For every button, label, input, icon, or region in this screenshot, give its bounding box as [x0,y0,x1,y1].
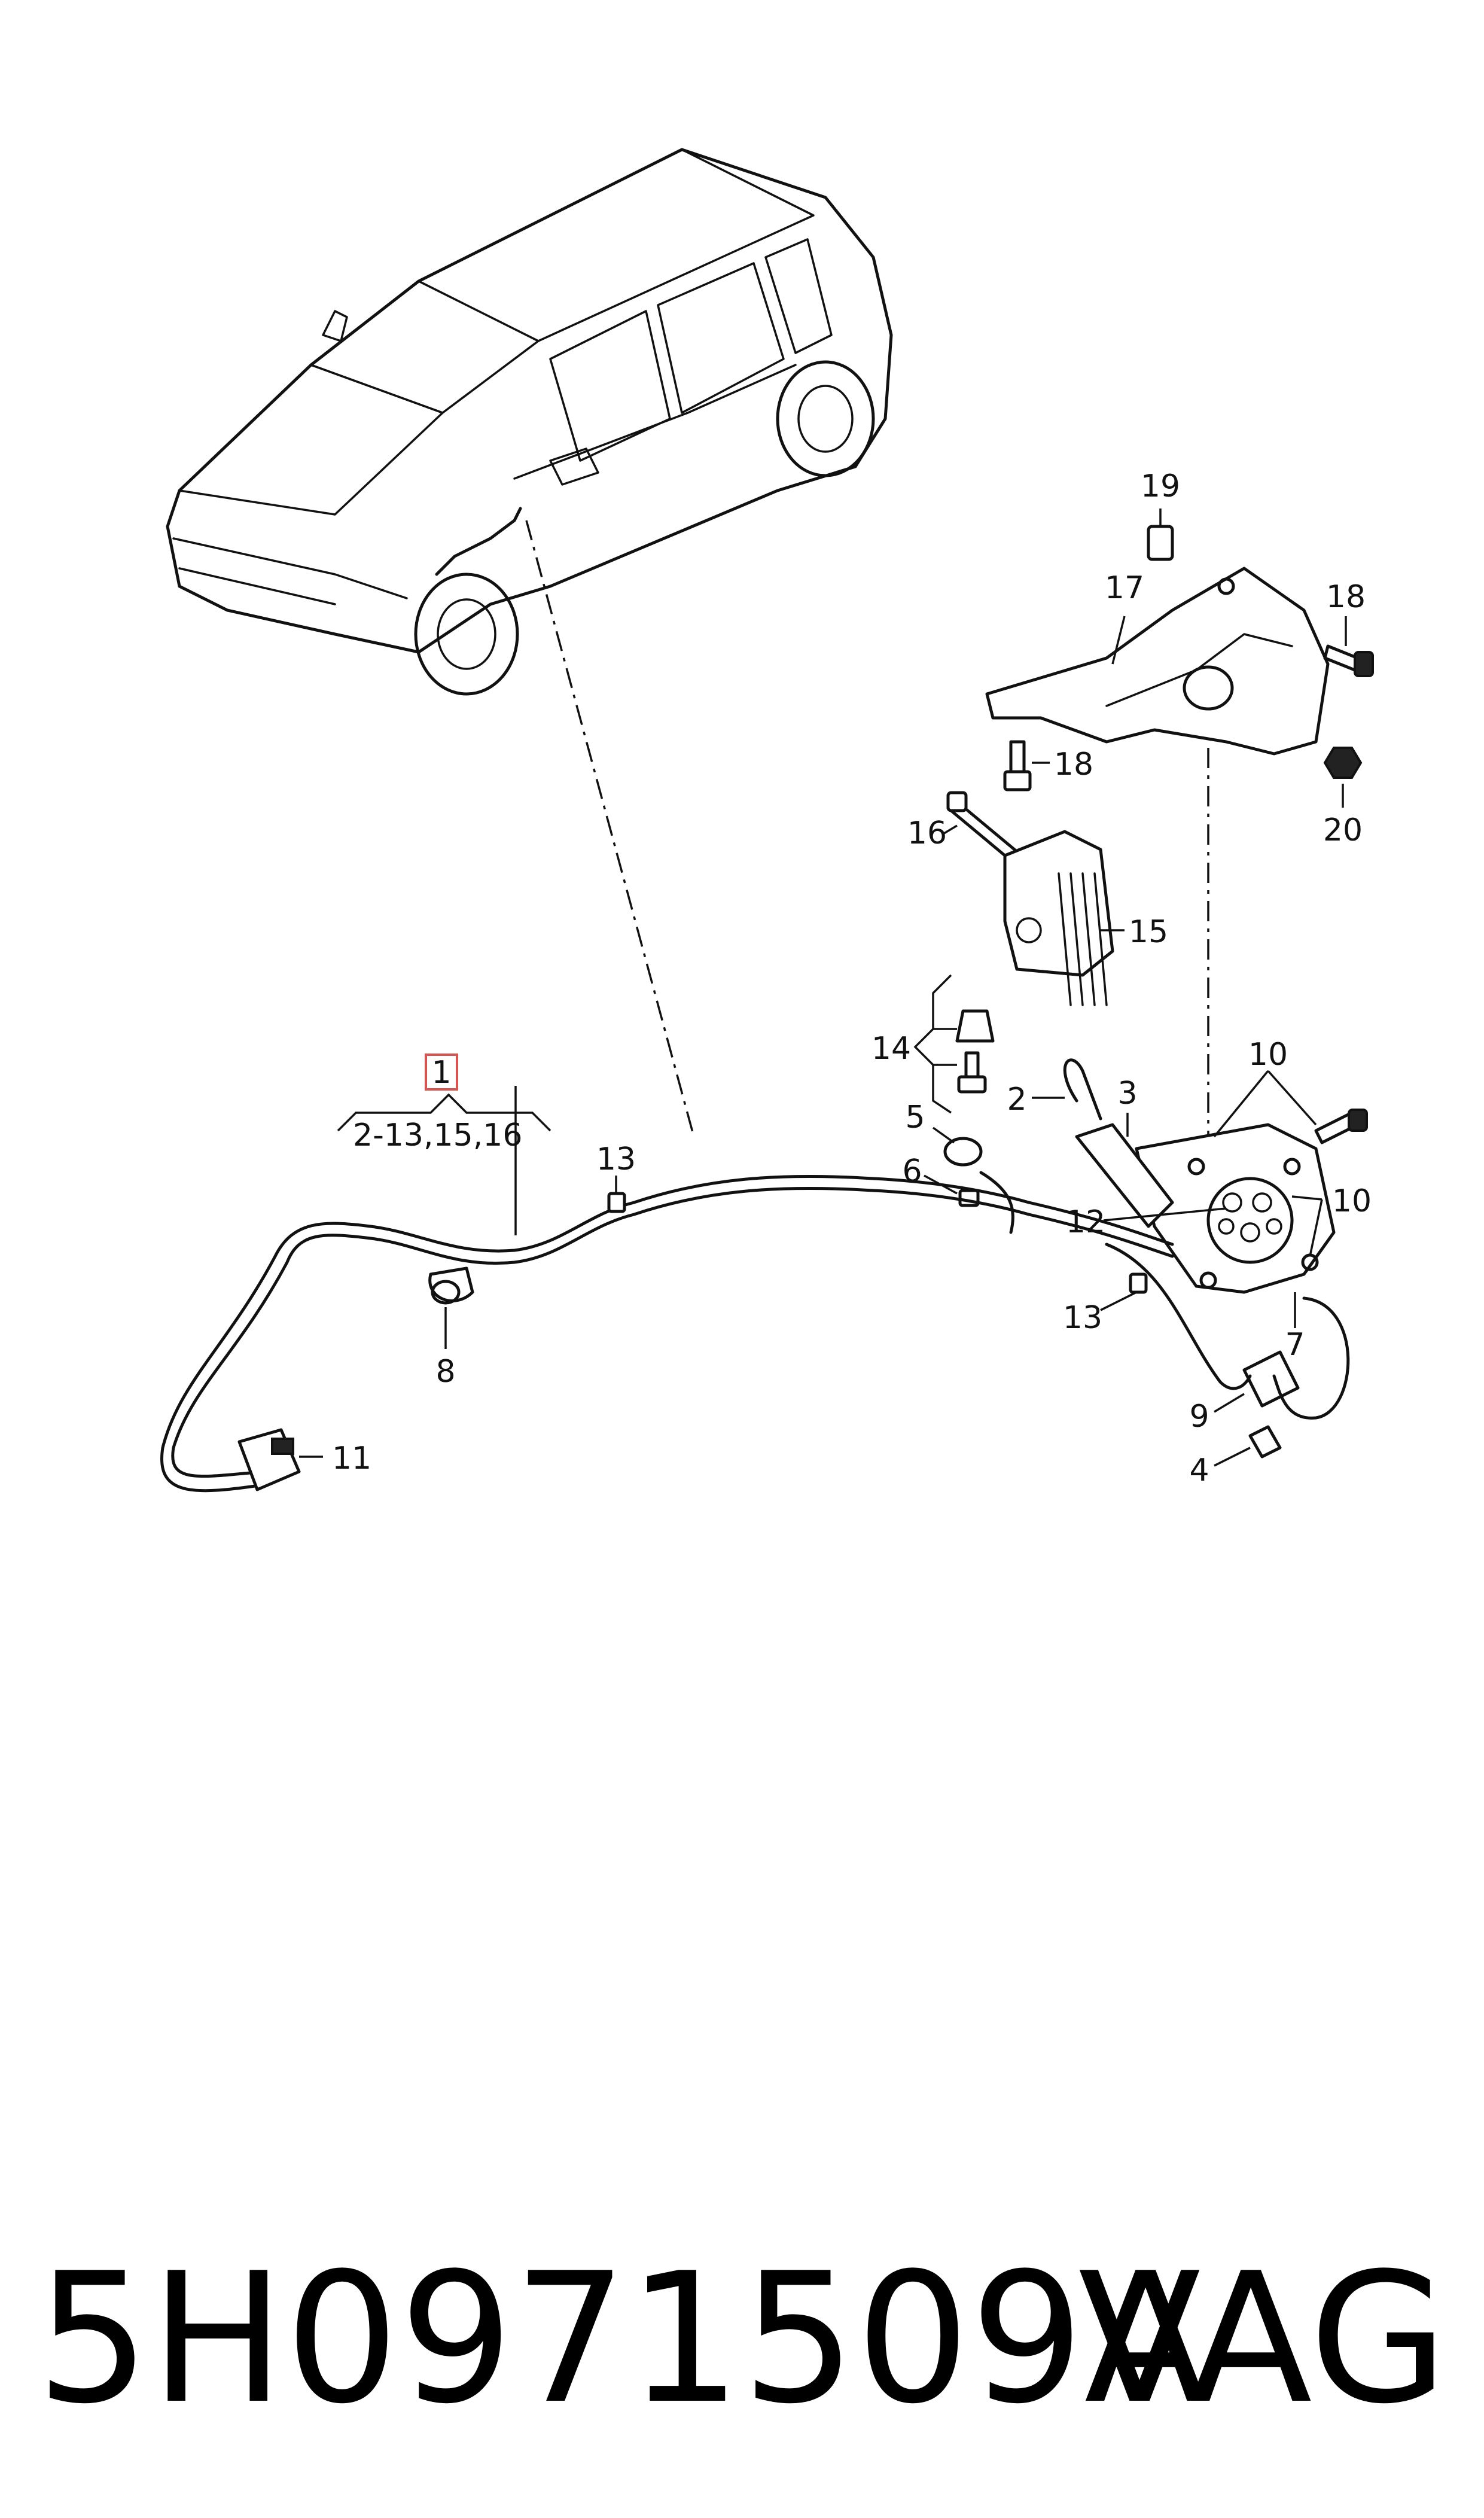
callout-8: 8 [435,1354,455,1390]
car-link-line [525,520,695,1137]
callout-13-top: 13 [596,1141,636,1177]
callout-18-lower: 18 [1054,747,1093,783]
bolt-18-lower [1003,740,1032,791]
grommet-5 [943,1137,983,1167]
callout-2: 2 [1007,1082,1026,1118]
brand-name: VAG [1078,2234,1448,2443]
callout-10-lower: 10 [1332,1183,1372,1219]
clip-14-upper [955,1009,995,1043]
car-illustration [166,148,893,696]
callout-19: 19 [1141,468,1180,504]
callout-1-highlight-box [425,1054,458,1091]
callout-17: 17 [1105,570,1144,606]
callout-16: 16 [907,815,947,851]
callout-7: 7 [1285,1327,1305,1363]
callout-6: 6 [902,1153,922,1189]
callout-1-range: 2-13,15,16 [353,1118,522,1153]
callout-leaders [299,509,1347,1467]
flap-arm-3 [1075,1123,1174,1228]
bolt-19 [1147,525,1174,561]
cap-4 [1248,1425,1282,1459]
bolt-10 [1314,1109,1368,1144]
part-number: 5H0971509A [36,2234,1207,2443]
callout-12: 12 [1066,1204,1105,1240]
nut-20 [1323,747,1363,779]
callout-4: 4 [1189,1453,1209,1488]
control-unit-15 [1003,830,1114,1006]
charging-socket-assembly [1135,1123,1336,1294]
callout-10-upper: 10 [1248,1037,1288,1073]
callout-3: 3 [1117,1076,1137,1112]
connector-9 [1242,1350,1300,1408]
wiring-harness [160,1171,1350,1493]
callout-20: 20 [1323,812,1363,848]
screw-14-lower [957,1051,987,1094]
callout-13-bottom: 13 [1063,1300,1102,1336]
release-cable-2 [1063,1058,1102,1121]
callout-15: 15 [1129,914,1168,950]
callout-18-upper: 18 [1326,579,1366,615]
callout-11: 11 [332,1441,371,1476]
callout-14: 14 [871,1031,911,1067]
callout-5: 5 [905,1100,925,1135]
mounting-bracket-17 [985,567,1330,756]
bolt-18-upper [1323,644,1374,677]
callout-9: 9 [1189,1399,1209,1435]
callout-1: 1 [431,1055,451,1091]
